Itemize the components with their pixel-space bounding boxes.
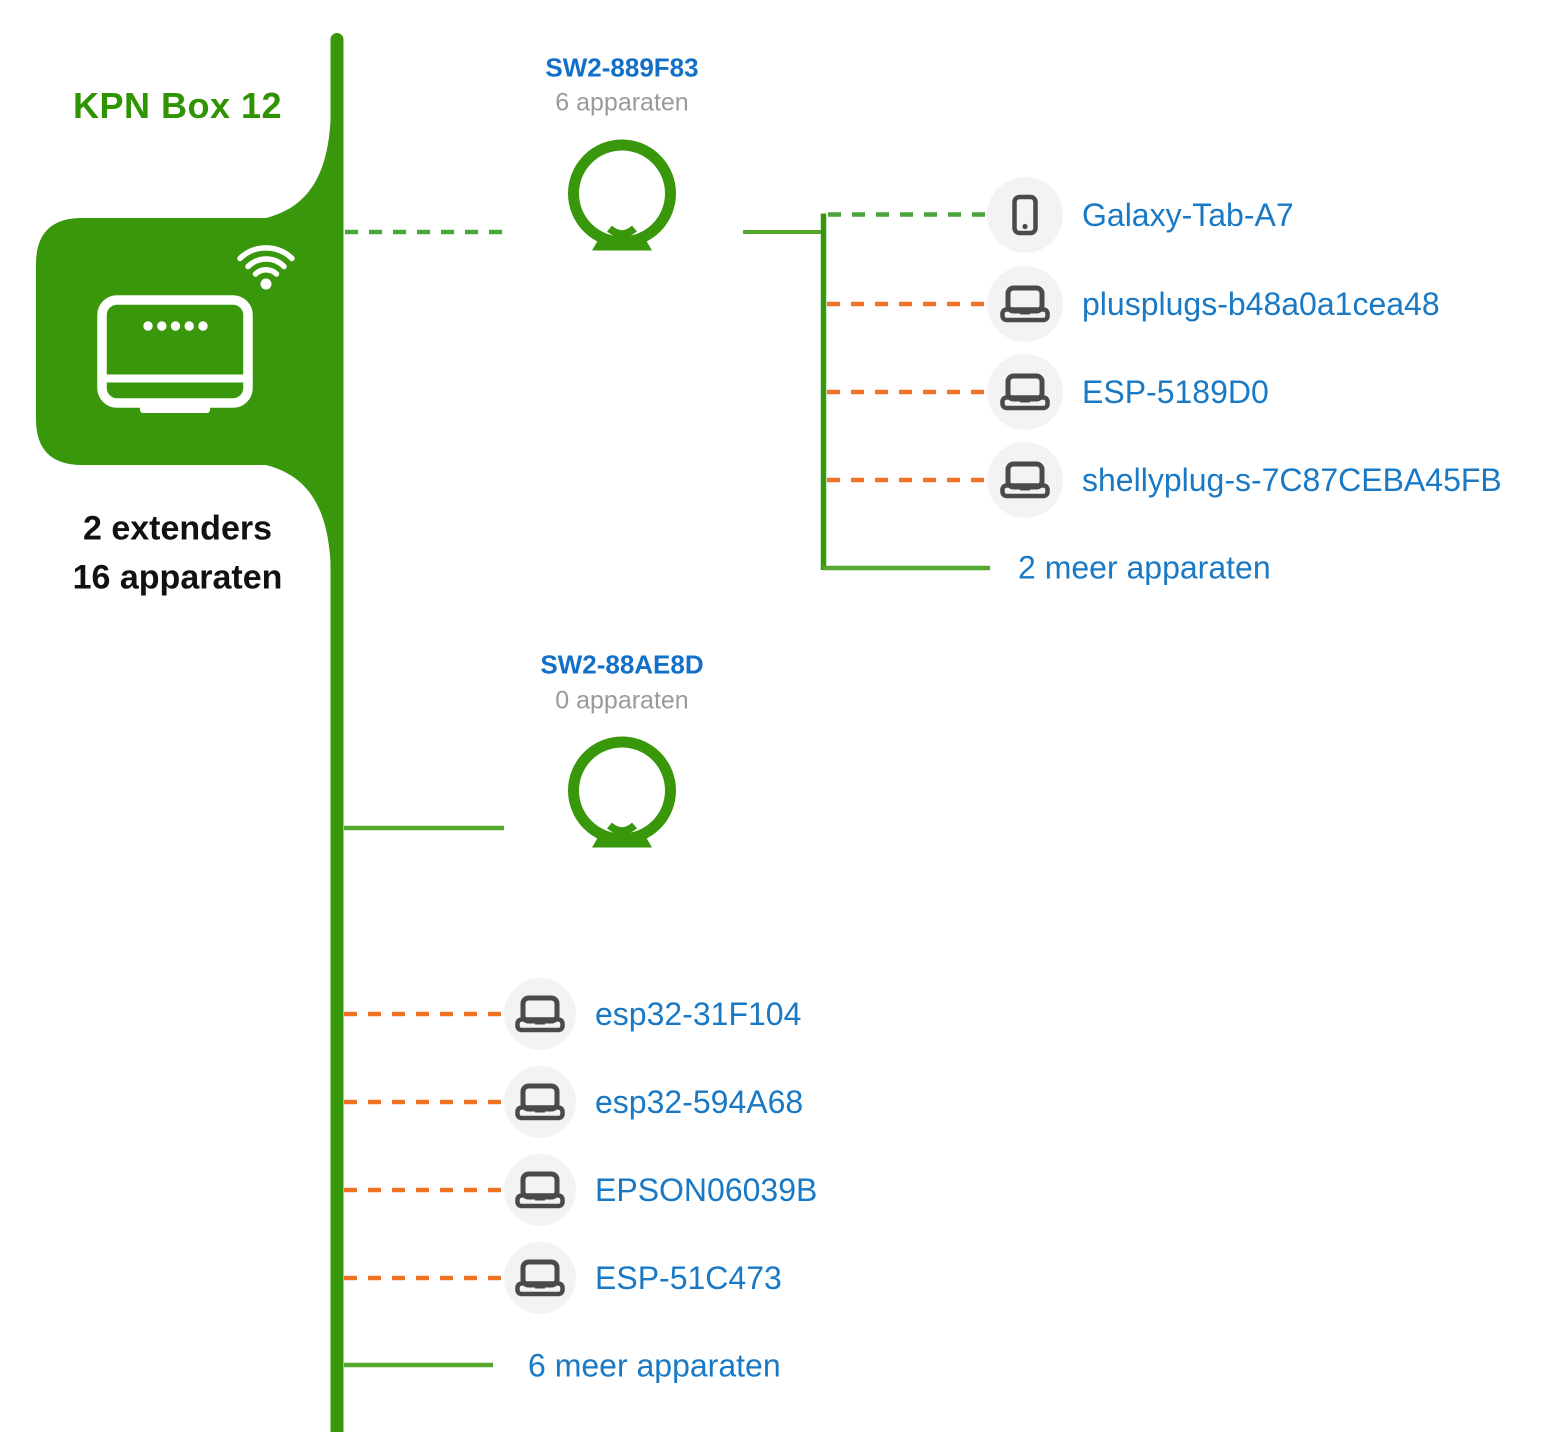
device-row: shellyplug-s-7C87CEBA45FB (987, 442, 1502, 518)
extender-icon[interactable] (568, 139, 676, 251)
device-label[interactable]: esp32-31F104 (595, 995, 802, 1032)
laptop-icon (1000, 285, 1050, 323)
device-icon-circle[interactable] (504, 978, 576, 1050)
extender-icon[interactable] (568, 736, 676, 848)
device-icon-circle[interactable] (987, 442, 1063, 518)
laptop-icon (1000, 373, 1050, 411)
router-devices-count: 16 apparaten (72, 558, 283, 597)
device-row: ESP-5189D0 (987, 354, 1269, 430)
router-node[interactable] (36, 103, 344, 580)
device-label[interactable]: esp32-594A68 (595, 1083, 804, 1120)
extender2-devices-count: 0 apparaten (555, 686, 689, 715)
laptop-icon (515, 995, 565, 1033)
device-label[interactable]: plusplugs-b48a0a1cea48 (1082, 285, 1440, 322)
extender1-devices-count: 6 apparaten (555, 88, 689, 117)
device-label[interactable]: ESP-5189D0 (1082, 373, 1269, 410)
device-icon-circle[interactable] (504, 1066, 576, 1138)
router-icon (97, 295, 253, 413)
device-row: plusplugs-b48a0a1cea48 (987, 266, 1440, 342)
device-row: esp32-31F104 (504, 978, 801, 1050)
device-icon-circle[interactable] (987, 354, 1063, 430)
extender2-name[interactable]: SW2-88AE8D (540, 649, 704, 680)
wifi-icon (237, 245, 295, 290)
device-icon-circle[interactable] (987, 266, 1063, 342)
device-icon-circle[interactable] (504, 1154, 576, 1226)
tablet-icon (1012, 194, 1038, 236)
router-extenders-count: 2 extenders (83, 509, 272, 548)
device-label[interactable]: Galaxy-Tab-A7 (1082, 196, 1294, 233)
router-title: KPN Box 12 (72, 85, 283, 126)
device-label[interactable]: ESP-51C473 (595, 1259, 782, 1296)
device-row: esp32-594A68 (504, 1066, 803, 1138)
device-icon-circle[interactable] (987, 177, 1063, 253)
device-icon-circle[interactable] (504, 1242, 576, 1314)
device-row: ESP-51C473 (504, 1242, 782, 1314)
laptop-icon (515, 1083, 565, 1121)
laptop-icon (515, 1259, 565, 1297)
device-row: Galaxy-Tab-A7 (987, 177, 1294, 253)
device-row: EPSON06039B (504, 1154, 817, 1226)
device-label[interactable]: EPSON06039B (595, 1171, 818, 1208)
device-label[interactable]: shellyplug-s-7C87CEBA45FB (1082, 461, 1502, 498)
laptop-icon (515, 1171, 565, 1209)
more-devices-link-extender1[interactable]: 2 meer apparaten (1018, 549, 1271, 586)
more-devices-link-router[interactable]: 6 meer apparaten (528, 1347, 781, 1384)
extender1-name[interactable]: SW2-889F83 (545, 52, 699, 83)
laptop-icon (1000, 461, 1050, 499)
